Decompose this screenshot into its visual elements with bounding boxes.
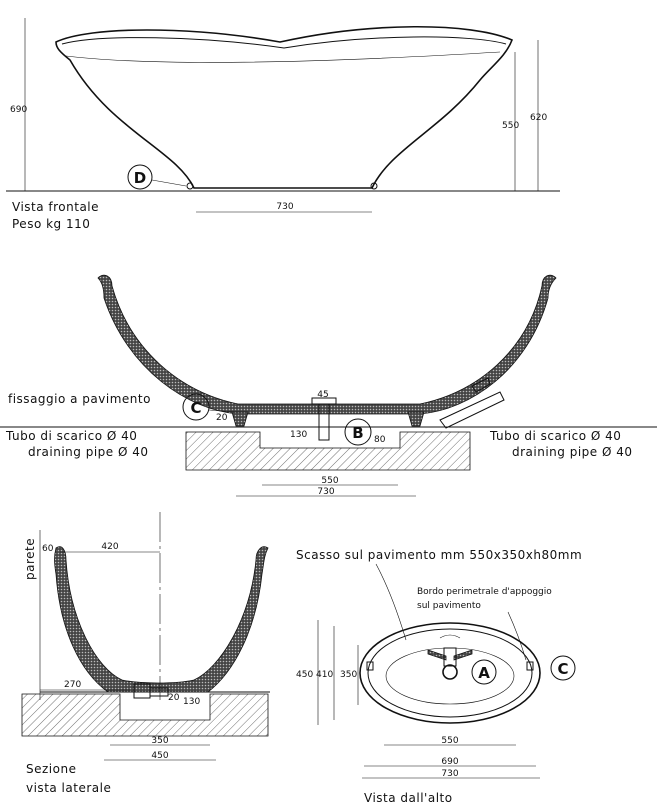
front-tub-inner — [65, 51, 501, 63]
top-rim-leader — [507, 611, 527, 661]
front-caption: Vista frontale — [12, 200, 99, 214]
front-tub-rim — [61, 36, 507, 49]
front-dim-550: 550 — [502, 121, 519, 131]
top-drain-arms — [427, 649, 473, 661]
top-dim-350: 350 — [340, 670, 357, 680]
top-bracket-left — [366, 661, 374, 671]
front-weight: Peso kg 110 — [12, 217, 90, 231]
top-dim-690: 690 — [441, 757, 458, 767]
section-dim-730: 730 — [317, 487, 334, 497]
section-view: C B fissaggio a pavimento 45 20 130 80 T… — [0, 274, 657, 497]
front-marker-d-leader — [151, 179, 187, 187]
section-dim-80: 80 — [374, 435, 386, 445]
top-recess-note: Scasso sul pavimento mm 550x350xh80mm — [296, 548, 582, 562]
top-marker-c-circle — [550, 655, 576, 681]
section-drain-it-right: Tubo di scarico Ø 40 — [489, 429, 621, 443]
top-drain-body — [443, 647, 457, 667]
section-drain-cap — [311, 397, 337, 405]
top-dim-730: 730 — [441, 769, 458, 779]
section-dim-45: 45 — [317, 390, 328, 400]
front-tub-body — [55, 25, 514, 189]
front-foot-right — [370, 182, 378, 190]
front-view: D 690 550 620 730 Vista frontale Peso kg… — [6, 18, 560, 231]
section-dim-20: 20 — [216, 413, 228, 423]
side-dim-420: 420 — [101, 542, 118, 552]
side-dim-450: 450 — [151, 751, 168, 761]
side-caption-2: vista laterale — [26, 781, 111, 795]
top-marker-a-circle — [471, 659, 497, 685]
section-drain-en-right: draining pipe Ø 40 — [512, 445, 633, 459]
section-marker-c-leader — [208, 409, 235, 413]
side-wall-label: parete — [23, 538, 37, 580]
top-inner-rim — [367, 628, 533, 718]
side-dim-20: 20 — [168, 693, 180, 703]
side-drain-pipe — [149, 687, 169, 697]
section-dim-130: 130 — [290, 430, 307, 440]
side-caption-1: Sezione — [26, 762, 76, 776]
top-recess-leader — [375, 563, 407, 641]
top-bracket-right — [526, 661, 534, 671]
section-drain-pipe — [439, 377, 505, 429]
front-foot-left — [186, 182, 194, 190]
top-marker-a: A — [478, 664, 490, 682]
side-dim-350: 350 — [151, 736, 168, 746]
top-caption: Vista dall'alto — [364, 791, 453, 805]
section-marker-c: C — [190, 399, 201, 417]
section-marker-b-circle — [344, 418, 372, 446]
section-foot-right — [407, 411, 425, 427]
top-outer-rim — [359, 622, 541, 724]
section-drain-it-left: Tubo di scarico Ø 40 — [5, 429, 137, 443]
section-foot-left — [231, 411, 249, 427]
side-view: parete 60 420 270 20 130 350 450 Sezione… — [21, 512, 270, 795]
side-dim-130: 130 — [183, 697, 200, 707]
side-dim-60: 60 — [42, 544, 54, 554]
front-marker-d-circle — [127, 164, 153, 190]
section-floor-fixing: fissaggio a pavimento — [8, 392, 151, 406]
top-rim-note-1: Bordo perimetrale d'appoggio — [417, 587, 552, 597]
section-dim-550: 550 — [321, 476, 338, 486]
side-dim-270: 270 — [64, 680, 81, 690]
section-marker-b: B — [352, 424, 363, 442]
top-view: A C Scasso sul pavimento mm 550x350xh80m… — [296, 548, 582, 805]
top-drain-outlet — [442, 664, 458, 680]
section-floor-hatch — [185, 431, 471, 471]
section-drain-en-left: draining pipe Ø 40 — [28, 445, 149, 459]
section-marker-c-circle — [182, 393, 210, 421]
top-rim-note-2: sul pavimento — [417, 601, 481, 611]
front-marker-d: D — [134, 169, 146, 187]
top-dim-550: 550 — [441, 736, 458, 746]
front-dim-690: 690 — [10, 105, 27, 115]
side-tub-shell — [54, 546, 269, 693]
front-dim-730: 730 — [276, 202, 293, 212]
top-drain-arrow — [439, 634, 461, 639]
top-marker-c: C — [557, 660, 568, 678]
side-floor-hatch — [21, 693, 269, 737]
top-dim-410: 410 — [316, 670, 333, 680]
top-dim-450: 450 — [296, 670, 313, 680]
section-tub-shell — [97, 274, 557, 415]
front-dim-620: 620 — [530, 113, 547, 123]
